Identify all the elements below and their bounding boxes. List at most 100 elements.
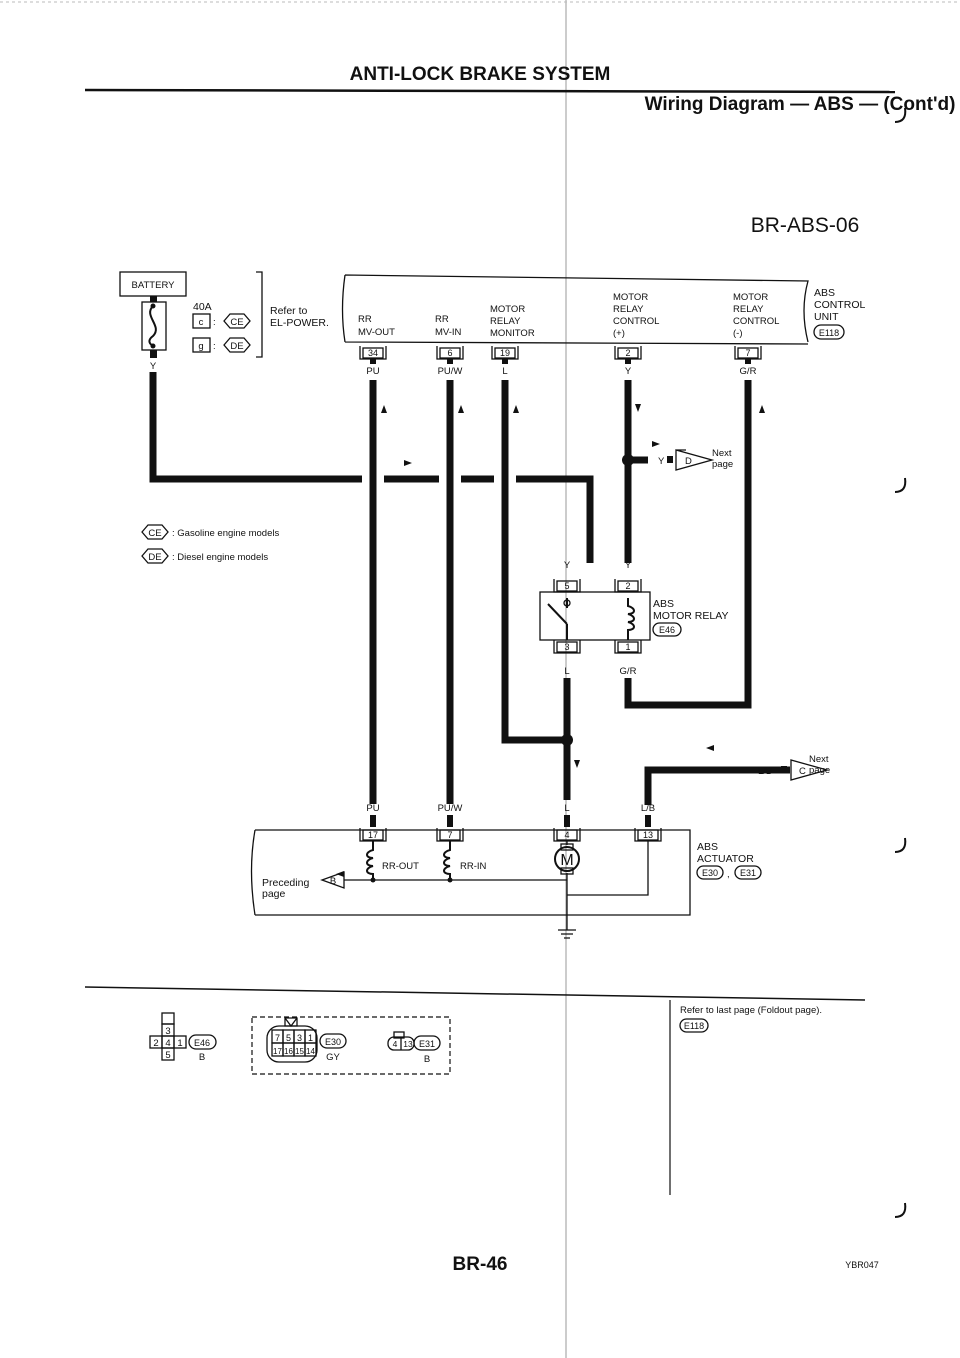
- svg-text:E46: E46: [659, 625, 675, 635]
- figure-id: YBR047: [845, 1260, 879, 1270]
- page-number: BR-46: [453, 1254, 508, 1275]
- next-page-c-connector[interactable]: [790, 759, 830, 781]
- page-title: ANTI-LOCK BRAKE SYSTEM: [350, 64, 611, 85]
- pin-box: [617, 347, 639, 359]
- svg-text:MV-IN: MV-IN: [435, 327, 462, 338]
- svg-text:ABS: ABS: [697, 841, 718, 853]
- e46-badge: [652, 622, 682, 637]
- page-subtitle: Wiring Diagram — ABS — (Cont'd): [645, 94, 956, 115]
- svg-text:Refer to: Refer to: [270, 305, 308, 317]
- junction-dot: [622, 454, 634, 466]
- de-badge: [223, 337, 251, 353]
- ce-legend-badge: [141, 524, 169, 540]
- svg-text:G/R: G/R: [620, 666, 637, 677]
- svg-text:Next: Next: [712, 448, 732, 459]
- title-rule: [84, 88, 896, 94]
- fuse-g: g: [198, 341, 203, 352]
- svg-text:1: 1: [625, 642, 630, 652]
- svg-text:Preceding: Preceding: [262, 877, 309, 889]
- svg-text:MOTOR RELAY: MOTOR RELAY: [653, 610, 728, 622]
- svg-text:1: 1: [308, 1033, 313, 1043]
- svg-text:E31: E31: [740, 868, 756, 878]
- pin-box: [439, 347, 461, 359]
- fuse-icon: [148, 305, 157, 347]
- section-divider: [84, 986, 866, 1001]
- svg-text:3: 3: [564, 642, 569, 652]
- svg-text:6: 6: [447, 348, 452, 358]
- wire-g-r: [624, 380, 752, 709]
- svg-text:MOTOR: MOTOR: [613, 292, 648, 303]
- svg-text:page: page: [809, 765, 830, 776]
- svg-text:RELAY: RELAY: [490, 316, 521, 327]
- svg-text:CONTROL: CONTROL: [613, 316, 659, 327]
- svg-text:page: page: [712, 459, 733, 470]
- svg-text:MOTOR: MOTOR: [733, 292, 768, 303]
- svg-text:Y: Y: [625, 560, 632, 571]
- legend-de: : Diesel engine models: [172, 552, 268, 563]
- diagram-code: BR-ABS-06: [751, 214, 860, 237]
- de-legend-badge: [141, 548, 169, 564]
- battery-label: BATTERY: [132, 280, 176, 291]
- e31-connector-view: 4 13 E31 B: [387, 1031, 441, 1065]
- svg-text:B: B: [424, 1054, 430, 1065]
- svg-text:1: 1: [177, 1038, 182, 1049]
- preceding-page-b-connector[interactable]: [320, 871, 345, 889]
- svg-text:(-): (-): [733, 328, 743, 339]
- svg-text:MONITOR: MONITOR: [490, 328, 535, 339]
- svg-text::: :: [213, 341, 216, 352]
- e118-badge: [813, 324, 845, 340]
- svg-text:ABS: ABS: [814, 287, 835, 299]
- svg-text:Next: Next: [809, 754, 829, 765]
- e46-connector-view: 3 2 4 1 5 E46 B: [149, 1012, 217, 1063]
- svg-text:CE: CE: [148, 528, 161, 539]
- svg-text:L/B: L/B: [758, 766, 772, 777]
- svg-text:Y: Y: [150, 361, 157, 372]
- svg-text:M: M: [560, 852, 573, 869]
- pin-box: [737, 347, 759, 359]
- svg-text:CE: CE: [230, 317, 243, 328]
- svg-text:3: 3: [165, 1026, 170, 1037]
- svg-text:E30: E30: [325, 1037, 341, 1047]
- svg-text::: :: [213, 317, 216, 328]
- svg-text:E31: E31: [419, 1039, 435, 1049]
- svg-text:RELAY: RELAY: [733, 304, 764, 315]
- svg-text:2: 2: [625, 348, 630, 358]
- svg-text:4: 4: [564, 830, 569, 840]
- svg-text:L: L: [564, 666, 569, 677]
- svg-text:L/B: L/B: [641, 803, 655, 814]
- svg-text:C: C: [799, 766, 806, 777]
- svg-text:E46: E46: [194, 1038, 210, 1048]
- svg-text:34: 34: [368, 348, 378, 358]
- svg-text:MV-OUT: MV-OUT: [358, 327, 395, 338]
- rr-in-coil-icon: [443, 840, 451, 880]
- svg-text:17: 17: [368, 830, 378, 840]
- svg-text:13: 13: [403, 1039, 413, 1049]
- refer-el-power: EL-POWER.: [270, 317, 329, 329]
- svg-text:DE: DE: [230, 341, 243, 352]
- svg-text:PU: PU: [366, 366, 379, 377]
- svg-text:(+): (+): [613, 328, 625, 339]
- svg-text:2: 2: [153, 1038, 158, 1049]
- relay-pin-3: [556, 641, 578, 653]
- svg-text:13: 13: [643, 830, 653, 840]
- fuse-c: c: [199, 317, 204, 328]
- svg-text:page: page: [262, 888, 286, 900]
- next-page-d-connector[interactable]: [675, 449, 715, 471]
- ground-icon: [558, 929, 576, 939]
- svg-text:E30: E30: [702, 868, 718, 878]
- relay-coil-icon: [627, 598, 635, 640]
- fuse-box: [141, 301, 167, 351]
- dashed-group: [251, 1016, 451, 1075]
- motor-icon: [554, 846, 580, 872]
- svg-text:DE: DE: [148, 552, 161, 563]
- svg-text:5: 5: [286, 1033, 291, 1043]
- svg-text:Y: Y: [564, 560, 571, 571]
- svg-text:D: D: [685, 456, 692, 467]
- fuse-rating: 40A: [193, 301, 212, 313]
- svg-text:CONTROL: CONTROL: [814, 299, 865, 311]
- wire-l-monitor: [501, 380, 567, 744]
- svg-text:7: 7: [447, 830, 452, 840]
- svg-text:5: 5: [564, 581, 569, 591]
